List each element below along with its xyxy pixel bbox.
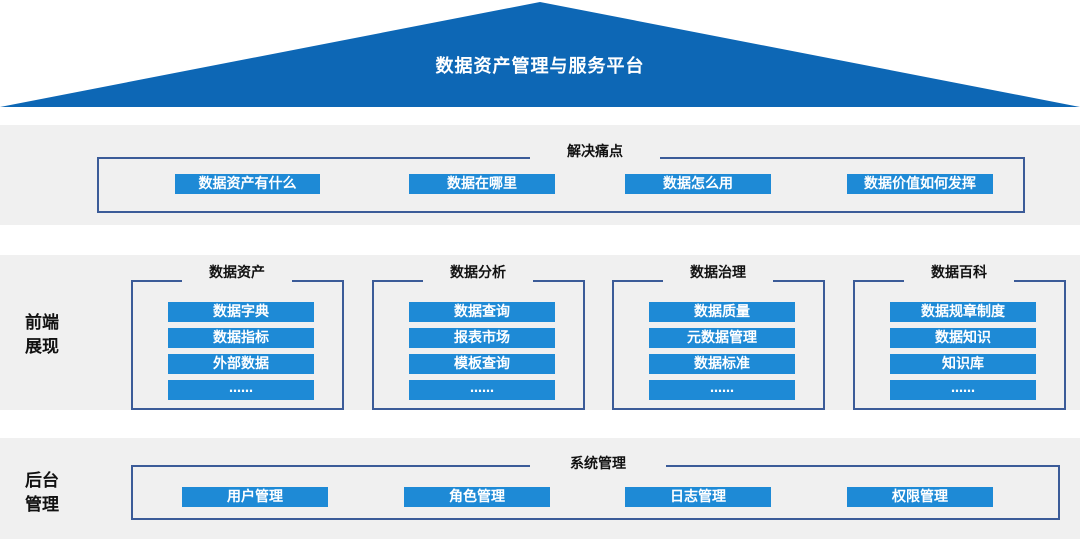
- system-management-title: 系统管理: [530, 454, 666, 474]
- pain-point-item[interactable]: 数据资产有什么: [175, 174, 320, 194]
- module-item[interactable]: 数据质量: [649, 302, 795, 322]
- system-item[interactable]: 日志管理: [625, 487, 771, 507]
- pain-point-item[interactable]: 数据价值如何发挥: [847, 174, 993, 194]
- module-item[interactable]: 报表市场: [409, 328, 555, 348]
- frontend-label-line1: 前端: [25, 313, 59, 333]
- module-title-data-wiki: 数据百科: [904, 263, 1014, 283]
- system-item[interactable]: 角色管理: [404, 487, 550, 507]
- module-title-data-assets: 数据资产: [182, 263, 292, 283]
- frontend-label: 前端 展现: [25, 311, 59, 359]
- module-item[interactable]: 元数据管理: [649, 328, 795, 348]
- module-item[interactable]: 数据知识: [890, 328, 1036, 348]
- backend-label: 后台 管理: [25, 469, 59, 517]
- module-item[interactable]: 数据规章制度: [890, 302, 1036, 322]
- backend-label-line2: 管理: [25, 495, 59, 515]
- pain-point-item[interactable]: 数据在哪里: [409, 174, 555, 194]
- module-item-more[interactable]: ……: [409, 380, 555, 400]
- module-item[interactable]: 数据标准: [649, 354, 795, 374]
- module-item-more[interactable]: ……: [168, 380, 314, 400]
- module-item-more[interactable]: ……: [890, 380, 1036, 400]
- module-item[interactable]: 数据字典: [168, 302, 314, 322]
- pain-point-item[interactable]: 数据怎么用: [625, 174, 771, 194]
- module-item[interactable]: 外部数据: [168, 354, 314, 374]
- module-title-data-governance: 数据治理: [663, 263, 773, 283]
- system-item[interactable]: 权限管理: [847, 487, 993, 507]
- module-item-more[interactable]: ……: [649, 380, 795, 400]
- pain-points-title: 解决痛点: [530, 142, 660, 162]
- system-item[interactable]: 用户管理: [182, 487, 328, 507]
- platform-title: 数据资产管理与服务平台: [435, 56, 645, 77]
- module-item[interactable]: 模板查询: [409, 354, 555, 374]
- backend-label-line1: 后台: [25, 471, 59, 491]
- frontend-label-line2: 展现: [25, 337, 59, 357]
- module-item[interactable]: 知识库: [890, 354, 1036, 374]
- module-item[interactable]: 数据指标: [168, 328, 314, 348]
- module-item[interactable]: 数据查询: [409, 302, 555, 322]
- module-title-data-analysis: 数据分析: [423, 263, 533, 283]
- platform-roof: [0, 2, 1080, 107]
